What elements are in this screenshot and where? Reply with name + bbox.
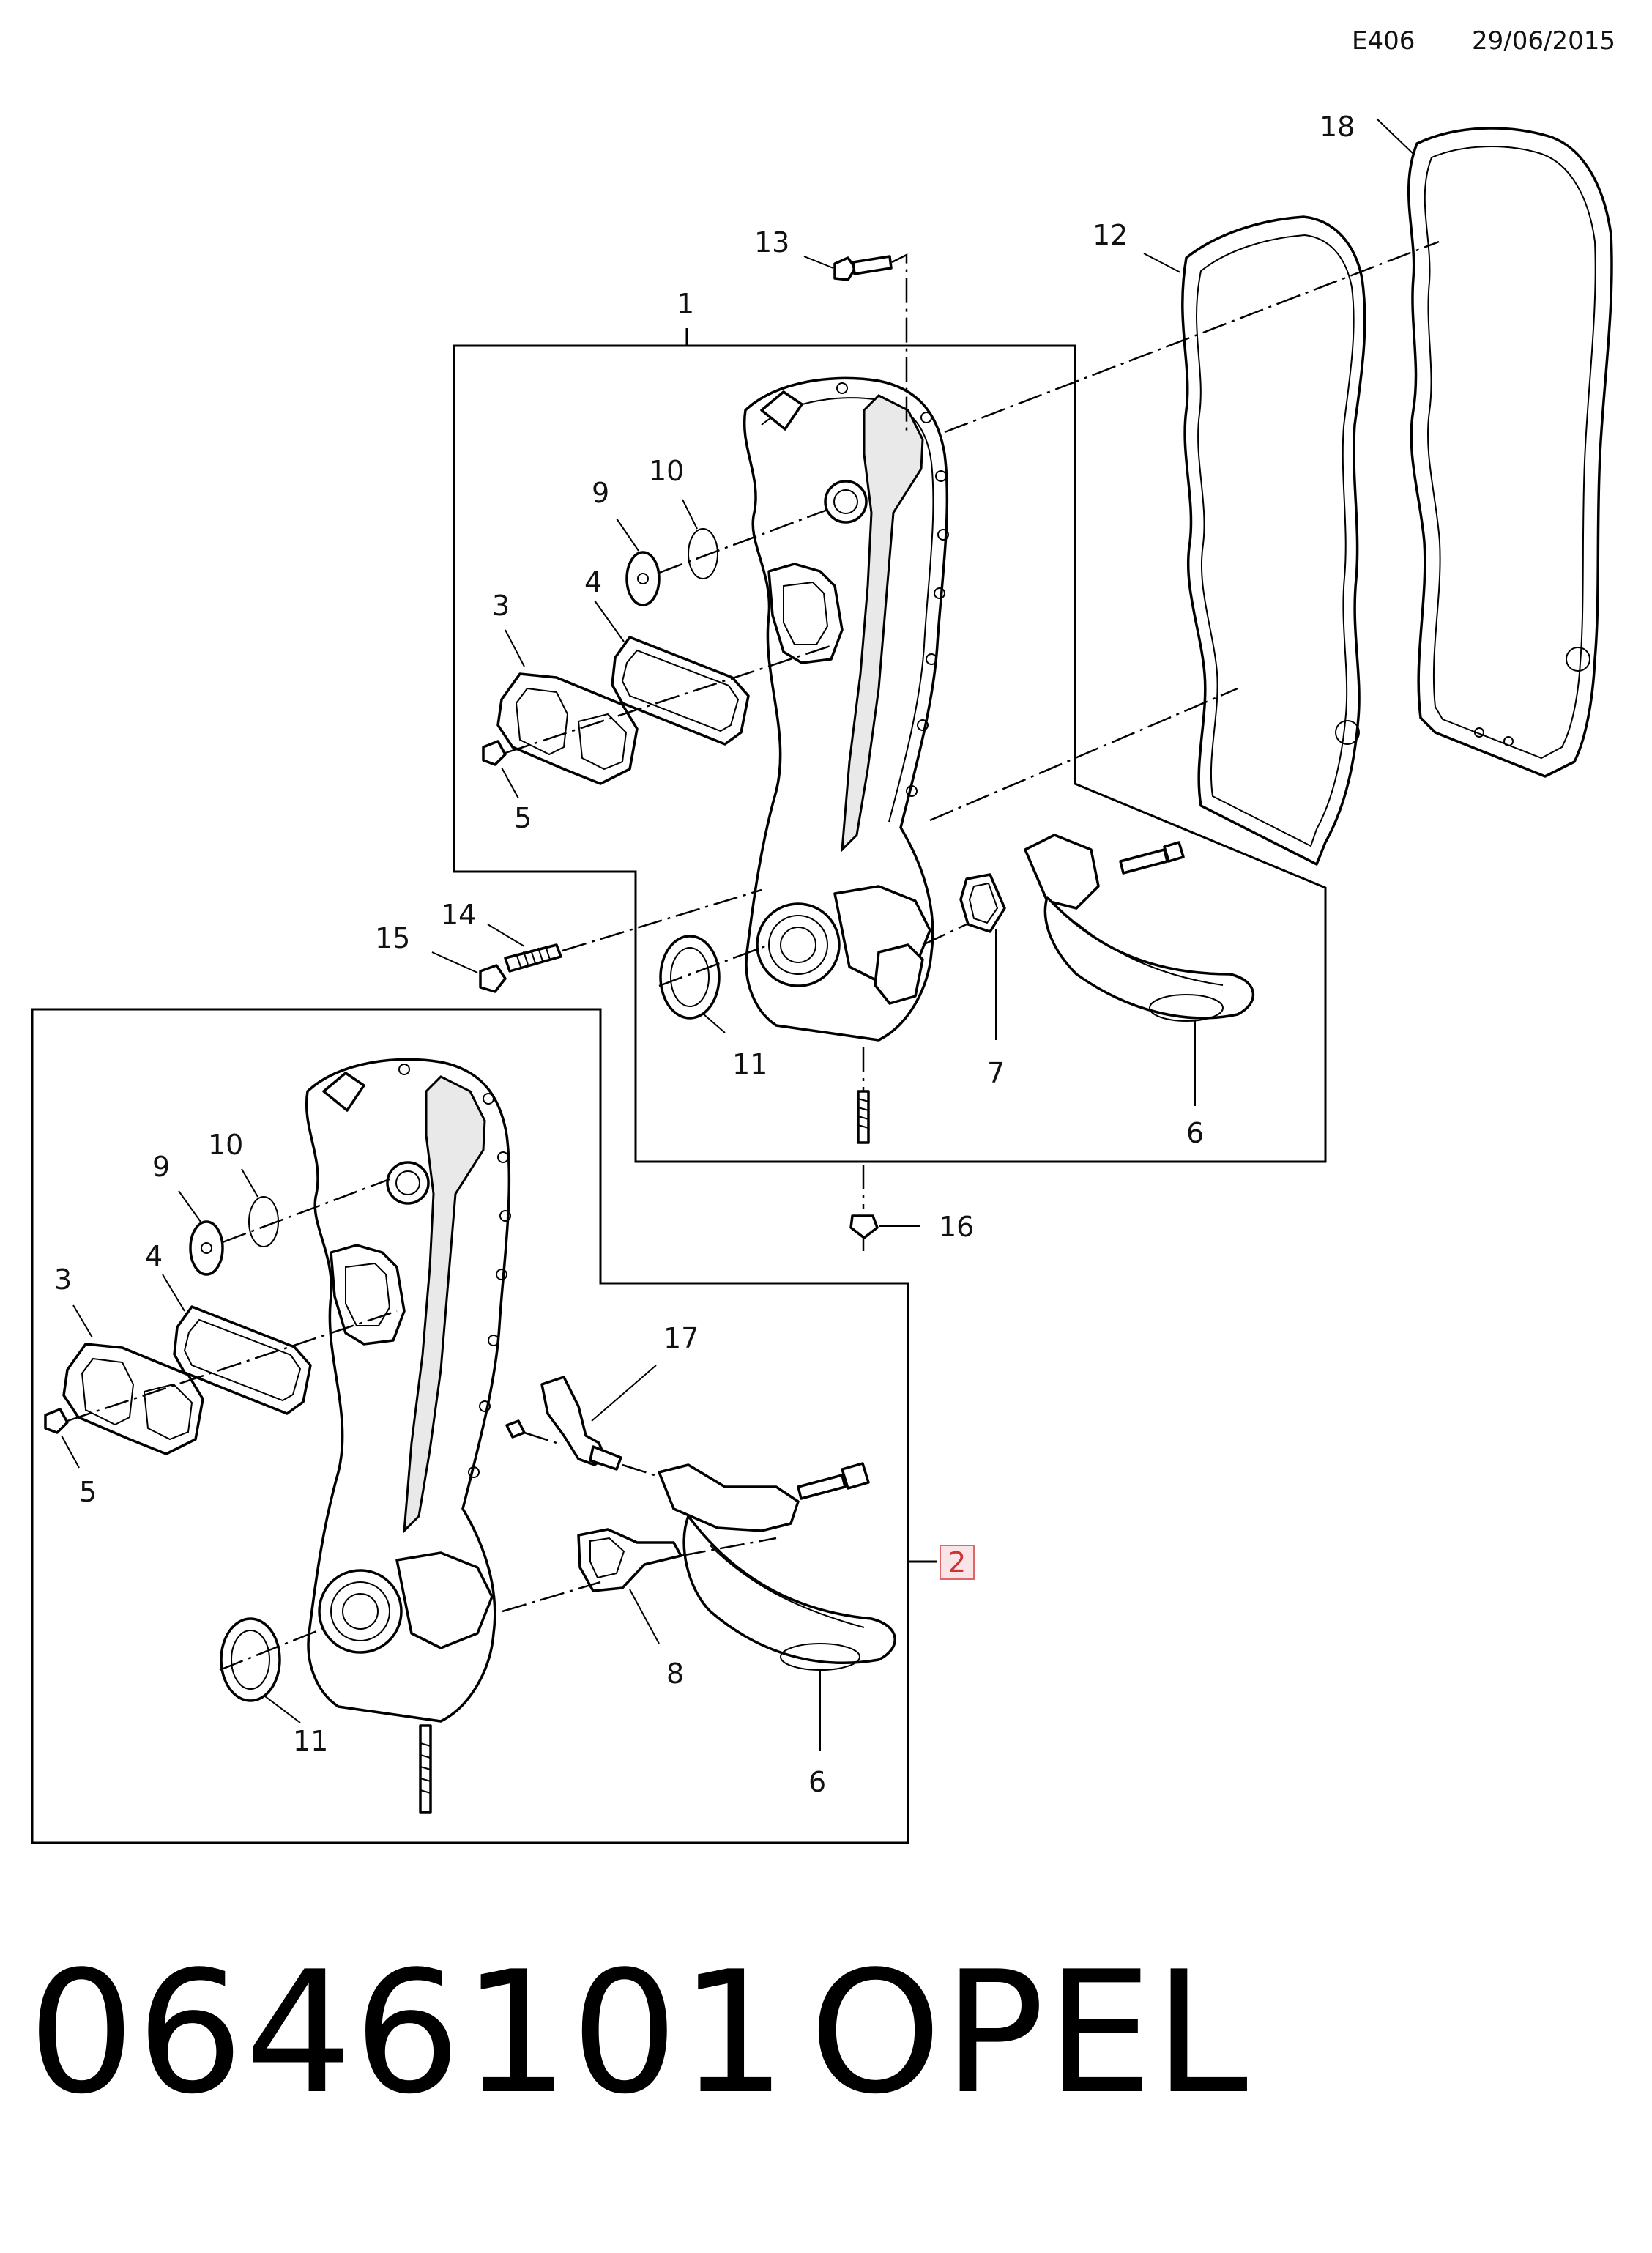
callout-10-top: 10 — [649, 455, 684, 487]
seal-11-bottom — [220, 1617, 281, 1702]
bolt-13 — [833, 255, 893, 281]
gasket-7 — [959, 873, 1006, 933]
o-ring-10-bottom — [248, 1196, 279, 1247]
oil-pickup-6-top — [1024, 834, 1255, 1022]
callout-16: 16 — [939, 1211, 974, 1243]
callout-10-bottom: 10 — [208, 1129, 243, 1161]
callout-5-bottom: 5 — [79, 1476, 97, 1508]
gasket-18 — [1407, 127, 1613, 778]
callout-11-bottom: 11 — [293, 1725, 328, 1757]
callout-13: 13 — [754, 226, 789, 259]
callout-5-top: 5 — [514, 802, 532, 834]
group-2-label: 2 — [948, 1546, 966, 1578]
plug-9-top — [625, 551, 661, 606]
callout-3-bottom: 3 — [54, 1263, 72, 1296]
callout-4-bottom: 4 — [145, 1240, 163, 1272]
nut-15 — [479, 964, 507, 993]
callout-9-bottom: 9 — [152, 1151, 170, 1183]
oil-pickup-6-bottom — [658, 1462, 896, 1671]
callout-15: 15 — [375, 922, 410, 954]
callout-8: 8 — [666, 1658, 684, 1690]
gasket-12 — [1181, 215, 1366, 866]
gasket-3-bottom — [62, 1343, 204, 1455]
group-2-tag — [940, 1545, 975, 1580]
page-date: 29/06/2015 — [1472, 26, 1615, 56]
callout-7: 7 — [987, 1057, 1005, 1089]
gasket-4-bottom — [173, 1305, 312, 1415]
callout-11-top: 11 — [732, 1048, 767, 1080]
gasket-4-top — [611, 636, 750, 746]
callout-3-top: 3 — [492, 590, 510, 622]
callout-6-bottom: 6 — [808, 1766, 826, 1798]
timing-cover-bottom — [305, 1058, 511, 1723]
timing-cover-top — [743, 376, 949, 1042]
o-ring-10-top — [688, 528, 718, 579]
callout-18: 18 — [1320, 111, 1355, 143]
brand-name: OPEL — [809, 1936, 1250, 2131]
callout-6-top: 6 — [1186, 1117, 1204, 1149]
callout-4-top: 4 — [584, 566, 602, 598]
gasket-8 — [577, 1528, 682, 1592]
callout-14: 14 — [441, 899, 476, 931]
part-number: 0646101 — [28, 1936, 789, 2131]
callout-17: 17 — [663, 1322, 699, 1354]
page-code: E406 — [1352, 26, 1415, 56]
group-2-frame — [31, 1008, 909, 1844]
gasket-3-top — [496, 672, 639, 785]
plug-9-bottom — [189, 1220, 224, 1276]
nut-16 — [849, 1214, 879, 1239]
sensor-17 — [505, 1376, 622, 1471]
seal-11-top — [659, 935, 721, 1020]
group-1-label: 1 — [677, 288, 694, 320]
group-1-frame — [453, 344, 1327, 1163]
callout-9-top: 9 — [592, 477, 609, 509]
callout-12: 12 — [1093, 219, 1128, 251]
